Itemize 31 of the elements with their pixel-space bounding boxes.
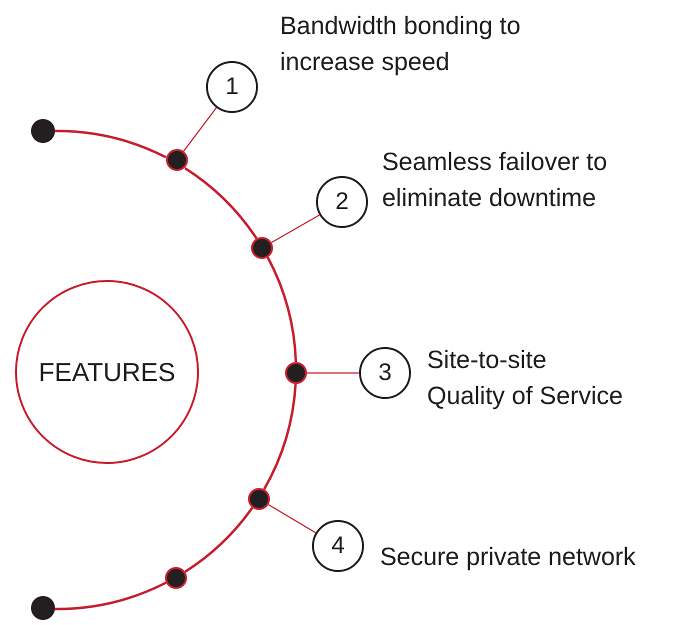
arc-line xyxy=(54,130,166,158)
leader-line xyxy=(307,372,359,374)
connector-dot xyxy=(165,567,187,589)
connector-dot xyxy=(248,488,270,510)
feature-description: Seamless failover to eliminate downtime xyxy=(382,147,608,214)
leader-line xyxy=(268,504,316,534)
number-circle xyxy=(316,176,368,228)
feature-description: Secure private network xyxy=(380,542,637,573)
arc-line xyxy=(266,256,298,362)
feature-circle xyxy=(15,280,199,464)
arc-line xyxy=(184,167,258,240)
number-label: 3 xyxy=(378,359,392,387)
number-circle xyxy=(206,61,258,113)
end-dot xyxy=(31,596,55,620)
number-label: 4 xyxy=(331,532,345,560)
end-dot xyxy=(31,119,55,143)
arc-line xyxy=(54,582,167,610)
feature-description: Site-to-site Quality of Service xyxy=(427,345,624,412)
connector-dot xyxy=(251,237,273,259)
leader-line xyxy=(183,107,217,152)
connector-dot xyxy=(166,149,188,171)
feature-description: Bandwidth bonding to increase speed xyxy=(280,11,522,78)
number-label: 2 xyxy=(335,188,349,216)
leader-line xyxy=(271,214,320,244)
arc-line xyxy=(263,384,297,490)
number-label: 1 xyxy=(225,73,239,101)
number-circle xyxy=(359,347,411,399)
title-label: FEATURES xyxy=(38,356,176,388)
arc-line xyxy=(184,507,254,573)
number-circle xyxy=(312,520,364,572)
connector-dot xyxy=(285,362,307,384)
